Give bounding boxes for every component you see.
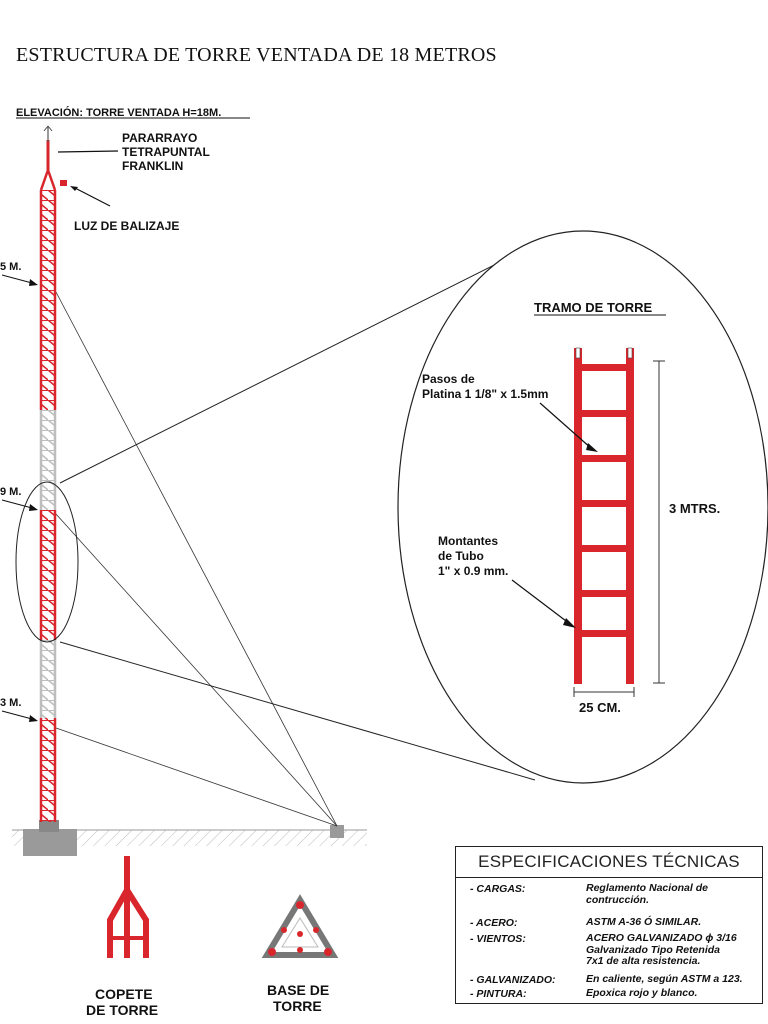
ground	[12, 820, 367, 856]
spec-key: - PINTURA:	[470, 988, 527, 1000]
spec-value: ASTM A-36 Ó SIMILAR.	[586, 916, 702, 929]
lightning-rod-label-1: PARARRAYO	[122, 131, 197, 145]
spec-value-line: Epoxica rojo y blanco.	[586, 987, 698, 999]
specs-title: ESPECIFICACIONES TÉCNICAS	[456, 847, 762, 878]
beacon-light-label: LUZ DE BALIZAJE	[74, 219, 179, 233]
spec-value-line: Reglamento Nacional de	[586, 882, 708, 894]
spec-value-line: Galvanizado Tipo Retenida	[586, 943, 720, 956]
height-mark-label: 3 M.	[0, 697, 21, 709]
elevation-label: ELEVACIÓN: TORRE VENTADA H=18M.	[16, 106, 221, 119]
copete-icon	[107, 856, 149, 958]
uprights-label-1: Montantes	[438, 534, 498, 548]
spec-key: - VIENTOS:	[470, 933, 526, 945]
steps-label-2: Platina 1 1/8" x 1.5mm	[422, 387, 548, 401]
uprights-label-3: 1" x 0.9 mm.	[438, 564, 508, 578]
base-label-1: BASE DE	[267, 982, 329, 998]
spec-key: - ACERO:	[470, 917, 518, 929]
copete-label-2: DE TORRE	[86, 1002, 158, 1018]
spec-key: - GALVANIZADO:	[470, 974, 556, 986]
zoom-highlight	[15, 481, 79, 643]
spec-value-line: ACERO GALVANIZADO ϕ 3/16	[586, 932, 737, 944]
tower-section-ladder	[574, 347, 634, 684]
lightning-rod	[43, 125, 53, 142]
specs-table: ESPECIFICACIONES TÉCNICAS - CARGAS: Regla…	[455, 846, 763, 1004]
height-mark-label: 9 M.	[0, 486, 21, 498]
tower-foundation	[23, 829, 77, 856]
page-title: ESTRUCTURA DE TORRE VENTADA DE 18 METROS	[16, 44, 497, 66]
height-mark-label: 5 M.	[0, 261, 21, 273]
detail-title: TRAMO DE TORRE	[534, 300, 653, 315]
spec-value: Epoxica rojo y blanco.	[586, 987, 698, 1000]
uprights-label-2: de Tubo	[438, 549, 484, 563]
copete-label-1: COPETE	[95, 986, 153, 1002]
spec-value-line: contrucción.	[586, 893, 650, 906]
lightning-rod-label-2: TETRAPUNTAL	[122, 145, 210, 159]
spec-value-line: ASTM A-36 Ó SIMILAR.	[586, 916, 702, 928]
guy-wires	[55, 291, 338, 827]
height-dimension-label: 3 MTRS.	[669, 501, 720, 516]
beacon-light-icon	[60, 180, 67, 186]
base-triangle-icon	[261, 894, 339, 958]
tower-mast	[39, 140, 57, 822]
height-marks: 5 M. 9 M. 3 M.	[0, 261, 38, 722]
width-dimension-label: 25 CM.	[579, 700, 621, 715]
base-label-2: TORRE	[273, 998, 322, 1014]
lightning-rod-label-3: FRANKLIN	[122, 159, 183, 173]
guy-anchor	[330, 825, 344, 838]
steps-label-1: Pasos de	[422, 372, 475, 386]
spec-value: En caliente, según ASTM a 123.	[586, 973, 743, 986]
spec-value-line: 7x1 de alta resistencia.	[586, 955, 701, 967]
spec-key: - CARGAS:	[470, 883, 526, 895]
spec-value-line: En caliente, según ASTM a 123.	[586, 973, 743, 985]
